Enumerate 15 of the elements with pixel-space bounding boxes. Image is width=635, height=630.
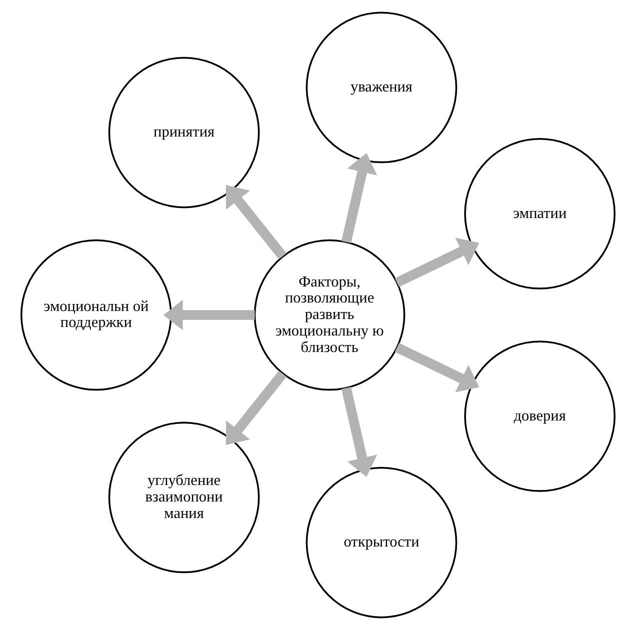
node-circle: эмоциональн ой поддержки [20, 239, 172, 391]
node-circle: принятия [108, 56, 260, 208]
node-circle: открытости [305, 466, 457, 618]
node-circle: углубление взаимопони мания [108, 422, 260, 574]
arrow [225, 184, 286, 260]
arrow [162, 300, 254, 330]
arrow [340, 153, 377, 244]
node-circle: доверия [464, 340, 615, 492]
node-circle: уважения [305, 12, 457, 164]
arrow [225, 370, 286, 446]
arrow [340, 386, 377, 477]
arrow [394, 238, 479, 287]
node-circle: эмпатии [464, 138, 615, 290]
node-circle: Факторы, позволяющие развить эмоциональну ю близость [253, 239, 405, 391]
arrow [394, 343, 479, 392]
